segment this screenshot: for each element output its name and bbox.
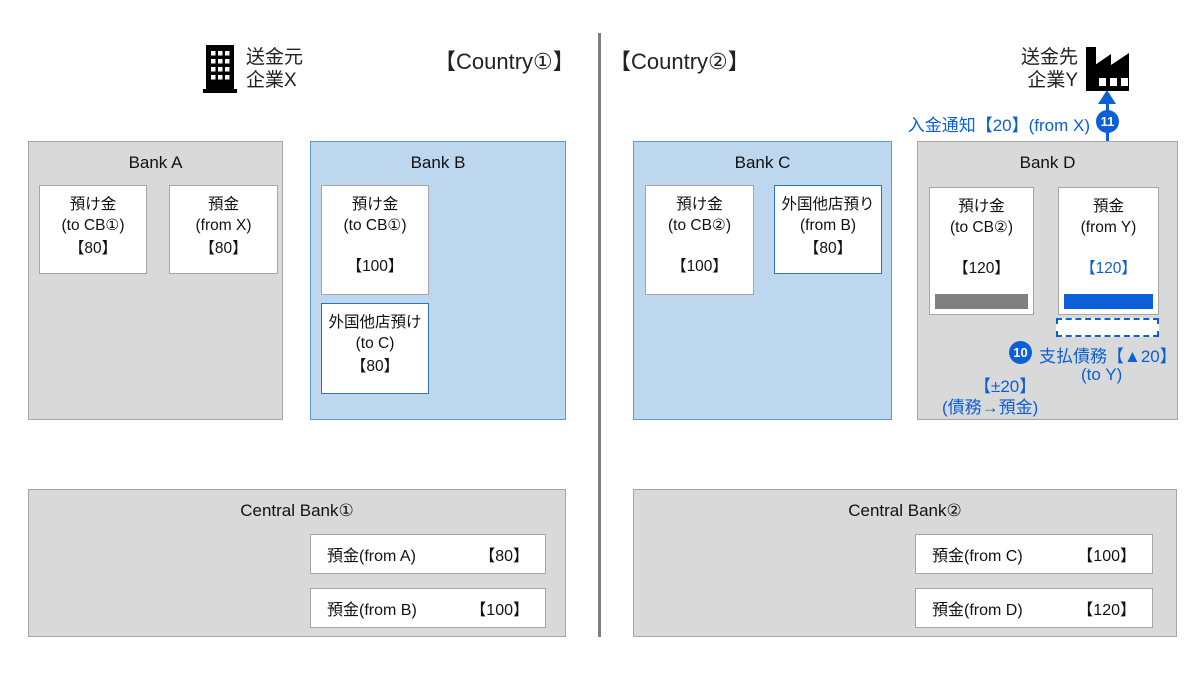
row-amount: 【120】 — [1077, 602, 1136, 619]
central-bank-1-title: Central Bank① — [240, 501, 354, 520]
row-label: 預金(from A) — [327, 548, 416, 565]
change-note-line2: (債務→預金) — [942, 398, 1039, 417]
blue-amount-bar — [1064, 294, 1153, 309]
row-label: 預金(from D) — [932, 602, 1023, 619]
cb1-row-from-a: 預金(from A) 【80】 — [310, 534, 546, 574]
bank-c-box: Bank C 預け金 (to CB②) 【100】 外国他店預り (from B… — [633, 141, 892, 420]
card-line: (to CB②) — [668, 217, 731, 234]
bank-d-box: Bank D 預け金 (to CB②) 【120】 預金 (from Y) 【1… — [917, 141, 1178, 420]
bank-a-box: Bank A 預け金 (to CB①) 【80】 預金 (from X) 【80… — [28, 141, 283, 420]
office-building-icon — [203, 45, 237, 93]
cb2-row-from-d: 預金(from D) 【120】 — [915, 588, 1153, 628]
bank-b-box: Bank B 預け金 (to CB①) 【100】 外国他店預け (to C) … — [310, 141, 566, 420]
card-line: 預け金 — [958, 198, 1005, 215]
step-badge-10: 10 — [1009, 341, 1032, 364]
sender-role: 送金元 — [246, 47, 304, 68]
card-line: (to C) — [355, 335, 395, 352]
payment-obligation-line2: (to Y) — [1081, 365, 1123, 384]
card-amount: 【80】 — [199, 240, 248, 257]
gray-amount-bar — [935, 294, 1028, 309]
payment-obligation-line1: 支払債務【▲20】 — [1039, 347, 1177, 366]
central-bank-2-title: Central Bank② — [848, 501, 962, 520]
cb2-row-from-c: 預金(from C) 【100】 — [915, 534, 1153, 574]
notice-arrow-head — [1098, 90, 1116, 104]
card-line: 預け金 — [351, 196, 399, 213]
central-bank-1-box: Central Bank① 預金(from A) 【80】 預金(from B)… — [28, 489, 566, 637]
card-line: 預け金 — [676, 196, 723, 213]
card-amount: 【80】 — [68, 240, 118, 257]
receiver-name: 企業Y — [1027, 70, 1078, 91]
country-divider — [598, 33, 601, 637]
card-amount: 【120】 — [1080, 260, 1137, 277]
card-line: (to CB①) — [343, 217, 407, 234]
card-line: 預け金 — [69, 196, 117, 213]
row-label: 預金(from C) — [932, 548, 1023, 565]
card-line: (from Y) — [1080, 219, 1137, 236]
bank-d-card-deposit-to-cb2: 預け金 (to CB②) 【120】 — [929, 187, 1034, 315]
bank-d-card-deposit-from-y: 預金 (from Y) 【120】 — [1058, 187, 1159, 315]
card-line: 外国他店預り — [781, 196, 875, 213]
factory-icon — [1086, 47, 1129, 91]
cb1-row-from-b: 預金(from B) 【100】 — [310, 588, 546, 628]
card-amount: 【80】 — [350, 358, 400, 375]
row-amount: 【80】 — [479, 548, 529, 565]
sender-name: 企業X — [246, 70, 297, 91]
deposit-notice-text: 入金通知【20】(from X) — [907, 116, 1090, 135]
released-obligation-slot — [1056, 318, 1159, 337]
bank-a-title: Bank A — [128, 153, 183, 172]
card-line: 外国他店預け — [328, 314, 422, 331]
card-line: (from B) — [800, 217, 856, 234]
card-amount: 【80】 — [803, 240, 853, 257]
row-label: 預金(from B) — [327, 602, 417, 619]
card-line: (from X) — [195, 217, 252, 234]
receiver-label: 送金先 企業Y — [1000, 46, 1078, 92]
card-line: (to CB①) — [61, 217, 125, 234]
bank-b-card-nostro-to-c: 外国他店預け (to C) 【80】 — [321, 303, 429, 394]
bank-d-title: Bank D — [1019, 153, 1076, 172]
bank-c-card-vostro-from-b: 外国他店預り (from B) 【80】 — [774, 185, 882, 274]
sender-label: 送金元 企業X — [246, 46, 303, 92]
step-badge-11: 11 — [1096, 110, 1119, 133]
change-note-line1: 【±20】 — [974, 377, 1037, 396]
central-bank-2-box: Central Bank② 預金(from C) 【100】 預金(from D… — [633, 489, 1177, 637]
row-amount: 【100】 — [1077, 548, 1136, 565]
row-amount: 【100】 — [470, 602, 529, 619]
country1-label: 【Country①】 — [434, 49, 575, 74]
card-line: 預金 — [207, 196, 239, 213]
card-amount: 【100】 — [671, 258, 728, 275]
bank-a-card-deposit-to-cb1: 預け金 (to CB①) 【80】 — [39, 185, 147, 274]
card-amount: 【120】 — [953, 260, 1010, 277]
bank-b-card-deposit-to-cb1: 預け金 (to CB①) 【100】 — [321, 185, 429, 295]
bank-b-title: Bank B — [410, 153, 466, 172]
bank-c-card-deposit-to-cb2: 預け金 (to CB②) 【100】 — [645, 185, 754, 295]
card-line: 預金 — [1092, 198, 1124, 215]
card-line: (to CB②) — [950, 219, 1013, 236]
bank-c-title: Bank C — [734, 153, 791, 172]
country2-label: 【Country②】 — [609, 49, 750, 74]
card-amount: 【100】 — [346, 258, 404, 275]
bank-a-card-deposit-from-x: 預金 (from X) 【80】 — [169, 185, 278, 274]
receiver-role: 送金先 — [1020, 47, 1078, 68]
